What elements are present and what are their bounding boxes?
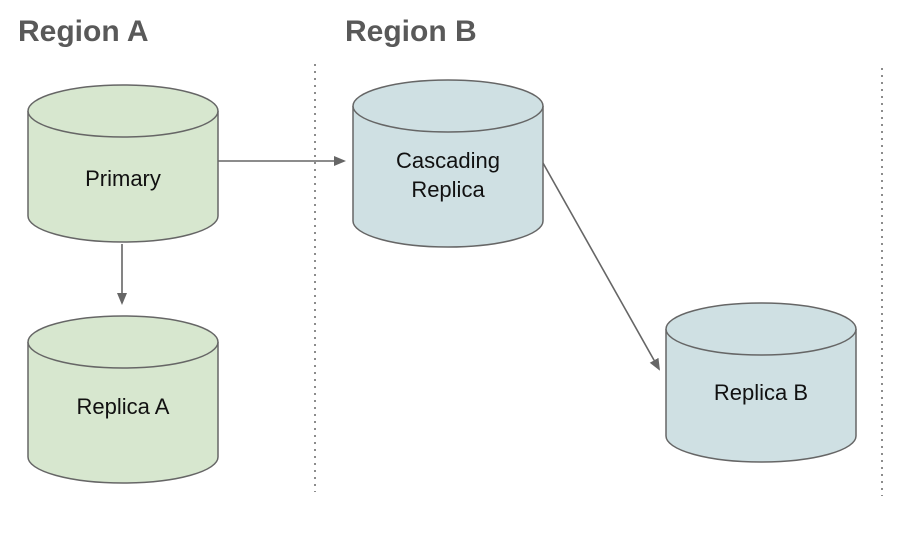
replica-b-cylinder-top — [665, 302, 857, 356]
replica-b-label: Replica B — [714, 380, 808, 405]
region-b-heading: Region B — [345, 15, 477, 48]
cascading-replica-node: Cascading Replica — [352, 79, 544, 248]
replica-b-node: Replica B — [665, 302, 857, 463]
edge-cascading-replica-to-replica-b — [542, 162, 660, 371]
cascading-replica-label-line2: Replica — [411, 177, 485, 202]
primary-label: Primary — [85, 166, 161, 191]
primary-cylinder-body — [27, 111, 219, 243]
replica-a-node: Replica A — [27, 315, 219, 484]
replica-b-cylinder-body — [665, 329, 857, 463]
replica-a-cylinder-top — [27, 315, 219, 369]
cascading-replica-cylinder-top — [352, 79, 544, 133]
cascading-replica-cylinder-body — [352, 106, 544, 248]
primary-node: Primary — [27, 84, 219, 243]
cascading-replica-label-line1: Cascading — [396, 148, 500, 173]
primary-cylinder-top — [27, 84, 219, 138]
region-a-heading: Region A — [18, 15, 149, 48]
replica-a-cylinder-body — [27, 342, 219, 484]
replica-a-label: Replica A — [77, 394, 170, 419]
